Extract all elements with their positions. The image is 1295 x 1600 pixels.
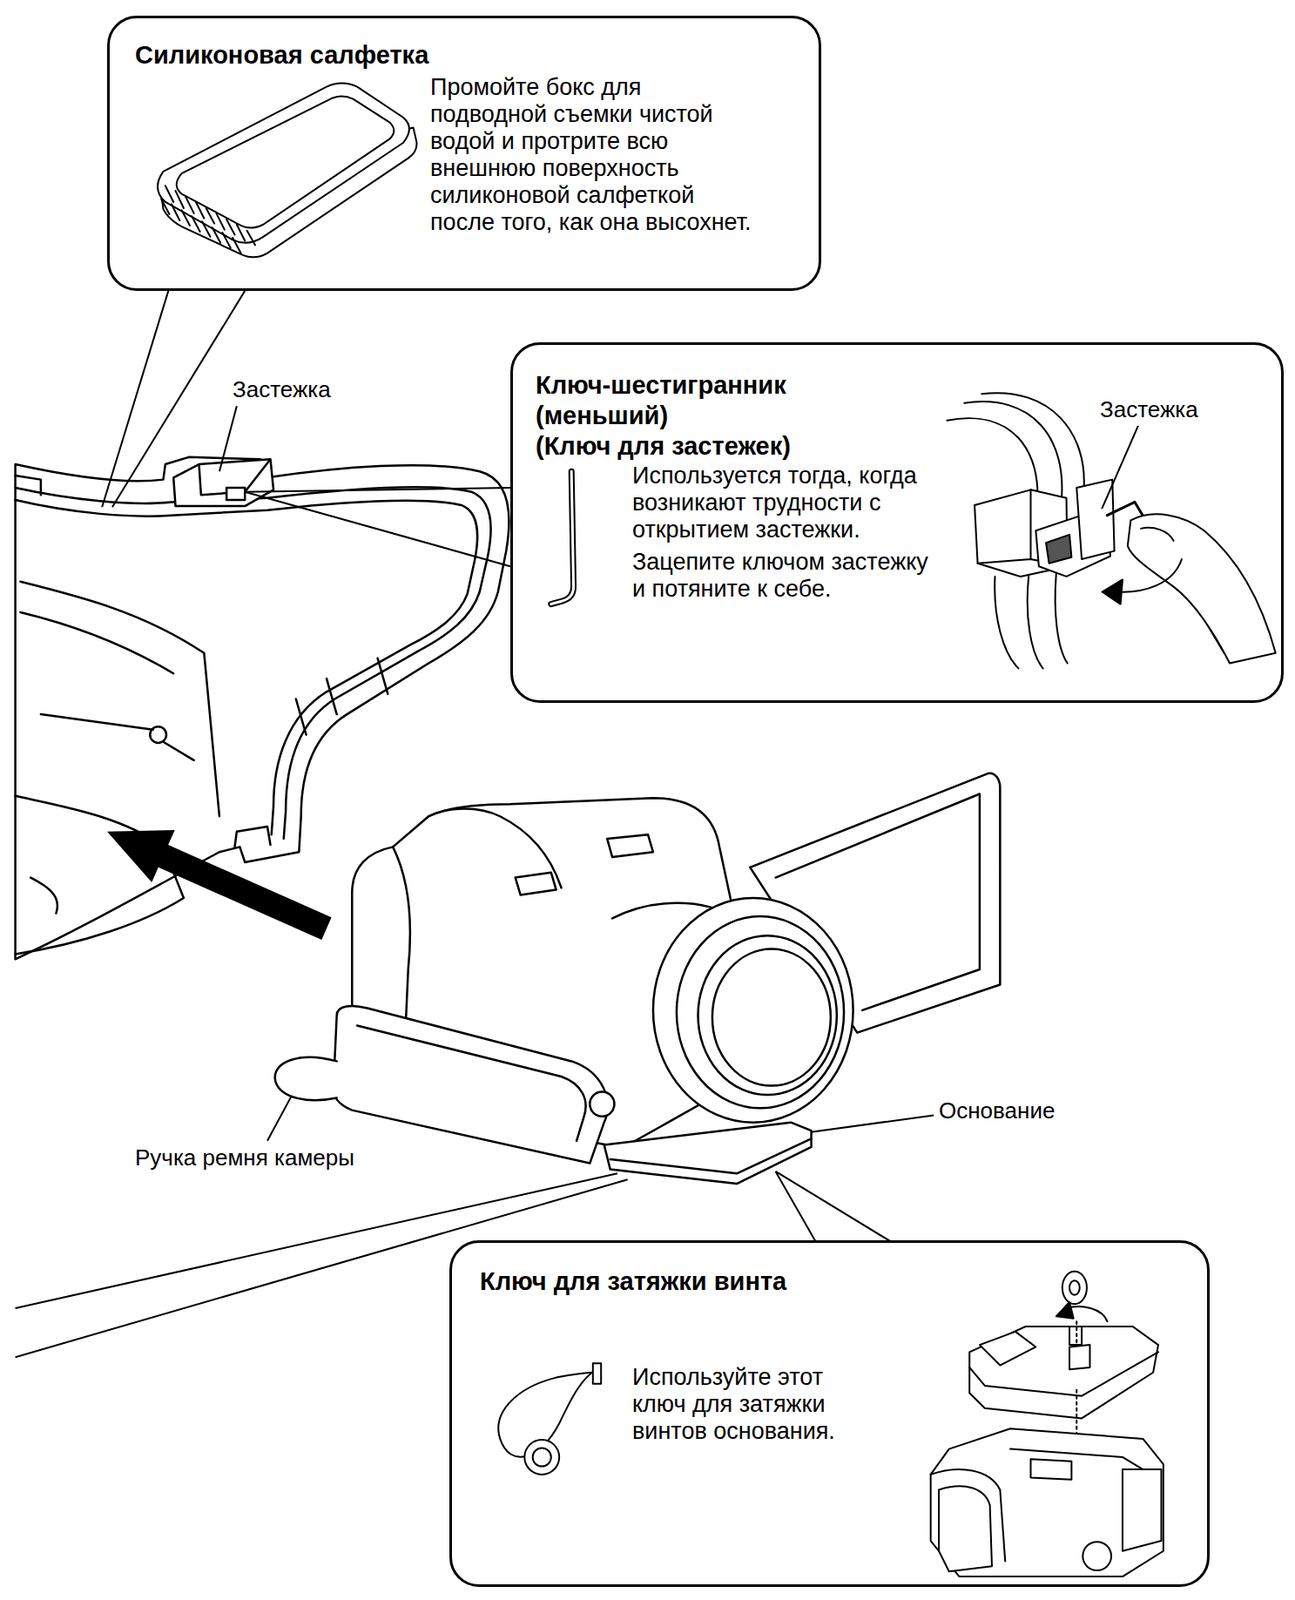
callout-heading: (Ключ для застежек) [535, 431, 883, 462]
leader-line-part [112, 290, 245, 507]
camcorder-drawing-part [653, 897, 854, 1123]
leader-line-part [219, 405, 237, 472]
clasp-drawing [173, 458, 274, 506]
camcorder-drawing-part [676, 916, 844, 1108]
callout-heading: Силиконовая салфетка [134, 40, 473, 71]
callout-text: Используйте этот ключ для затяжки винтов… [632, 1363, 877, 1445]
part-label: Застежка [232, 376, 331, 403]
part-label: Основание [938, 1097, 1055, 1124]
text-column: Силиконовая салфетка [134, 40, 473, 71]
housing-drawing-part [15, 499, 479, 835]
housing-drawing-part [235, 826, 271, 847]
housing-drawing-part [15, 486, 492, 839]
part-label: Ручка ремня камеры [134, 1144, 355, 1171]
housing-drawing-part [15, 795, 184, 955]
housing-drawing-part [30, 877, 58, 914]
leader-line-part [244, 487, 511, 493]
callout-text: Зацепите ключом застежку и потяните к се… [632, 548, 939, 603]
housing-drawing-part [40, 714, 195, 761]
clasp-drawing-part [173, 458, 274, 506]
text-column: Ключ-шестигранник (меньший)(Ключ для зас… [535, 370, 883, 462]
callout-box: Ключ для затяжки винтаИспользуйте этот к… [449, 1240, 1210, 1587]
text-column: Промойте бокс для подводной съемки чисто… [430, 74, 762, 237]
camcorder-drawing [275, 773, 1001, 1184]
camcorder-drawing-part [610, 1138, 812, 1174]
leader-line-part [101, 290, 169, 507]
text-column: Ключ для затяжки винта [479, 1266, 909, 1297]
camcorder-drawing-part [712, 949, 831, 1086]
housing-drawing-part [20, 581, 219, 817]
text-column: Используйте этот ключ для затяжки винтов… [632, 1363, 877, 1445]
clasp-drawing-part [226, 487, 245, 500]
leader-line-part [806, 1115, 934, 1134]
callout-text: Промойте бокс для подводной съемки чисто… [430, 74, 762, 237]
camcorder-drawing-part [275, 1057, 338, 1100]
callout-text: Используется тогда, когда возникают труд… [632, 462, 939, 544]
callout-box: Силиконовая салфеткаПромойте бокс для по… [107, 15, 822, 291]
camcorder-drawing-part [357, 1025, 586, 1140]
camcorder-drawing-part [604, 1122, 812, 1184]
insert-arrow [107, 829, 332, 940]
camcorder-drawing-part [332, 1005, 608, 1164]
leader-line-part [775, 1171, 817, 1243]
housing-drawing-part [15, 475, 41, 495]
callout-heading: Ключ для затяжки винта [479, 1266, 909, 1297]
camcorder-drawing-part [589, 1092, 614, 1117]
camcorder-drawing-part [607, 834, 654, 857]
housing-drawing-part [296, 658, 388, 736]
leader-line-part [775, 1171, 894, 1243]
housing-drawing-part [20, 612, 174, 674]
text-column: Используется тогда, когда возникают труд… [632, 462, 939, 603]
callout-heading: Ключ-шестигранник (меньший) [535, 370, 883, 432]
part-label: Застежка [1099, 396, 1199, 423]
camcorder-drawing-part [515, 872, 557, 896]
camcorder-drawing-part [698, 935, 837, 1095]
leader-line-part [244, 492, 511, 567]
